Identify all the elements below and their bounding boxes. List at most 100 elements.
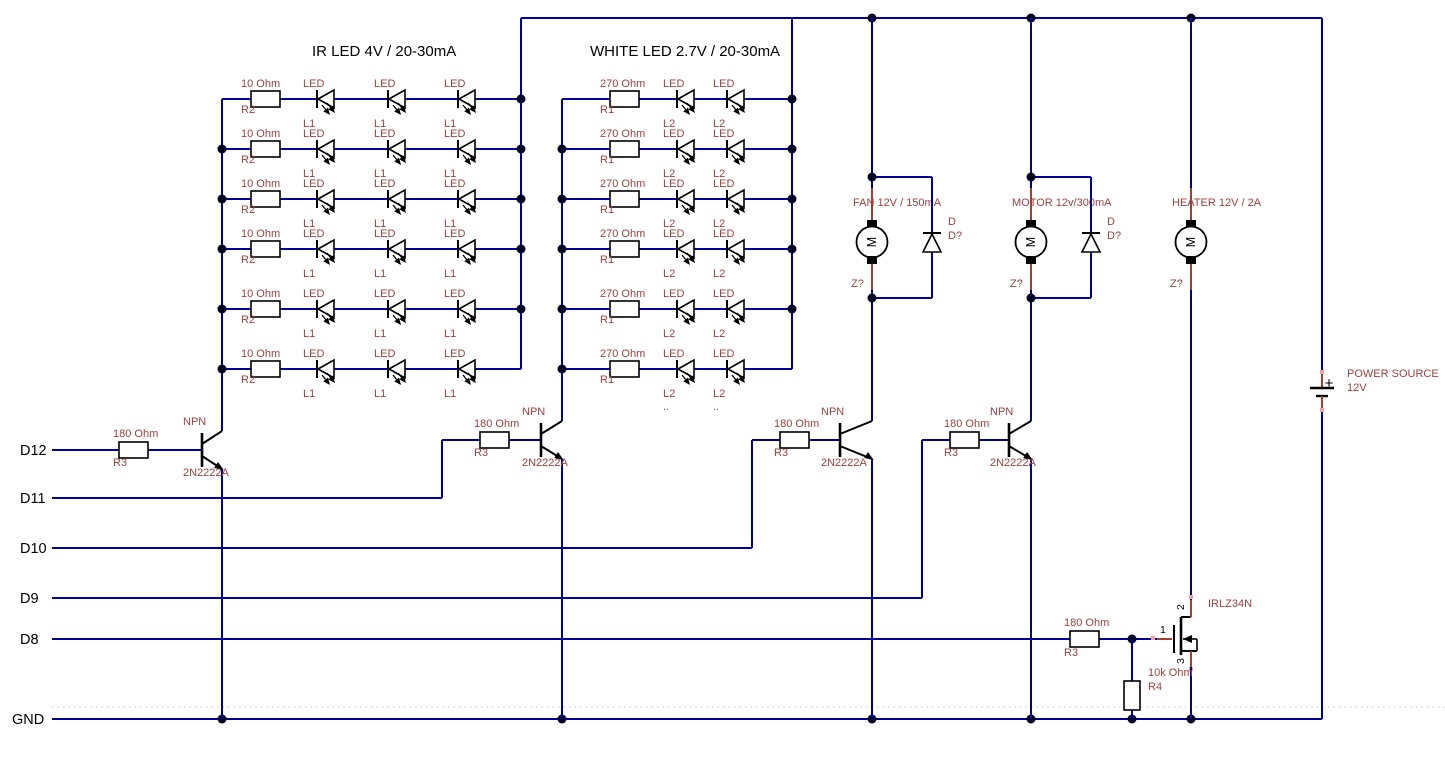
diode-name-label: D — [948, 216, 956, 228]
label: LED — [663, 348, 684, 360]
ir-section-title: IR LED 4V / 20-30mA — [312, 43, 456, 60]
label: R3 — [474, 447, 488, 459]
label: R1 — [600, 374, 614, 386]
led-symbol — [316, 188, 335, 210]
ir-row-resistor — [250, 190, 281, 208]
led-arrow-head — [683, 257, 690, 265]
label: L1 — [374, 218, 386, 230]
junction-dot — [787, 304, 797, 314]
junction-dot — [516, 194, 526, 204]
label: 10 Ohm — [241, 228, 280, 240]
label: LED — [303, 178, 324, 190]
label: 270 Ohm — [600, 348, 645, 360]
led-symbol — [676, 358, 695, 380]
motor-terminal — [1026, 256, 1036, 264]
junction-dot — [516, 244, 526, 254]
led-arrow-head — [323, 207, 330, 215]
pin-mark — [1151, 636, 1155, 640]
led-arrow-head — [738, 155, 745, 163]
label: L2 — [713, 268, 725, 280]
label: LED — [663, 288, 684, 300]
pin-label-D11: D11 — [20, 491, 46, 507]
pin-label-D10: D10 — [20, 541, 47, 557]
led-arrow-head — [469, 315, 476, 323]
led-symbol — [676, 138, 695, 160]
led-symbol — [457, 188, 476, 210]
label: LED — [444, 348, 465, 360]
label: LED — [713, 348, 734, 360]
led-symbol — [387, 188, 406, 210]
pulldown-resistor — [1123, 680, 1141, 711]
led-arrow-head — [683, 157, 690, 165]
label: R3 — [1064, 647, 1078, 659]
pin-label-D9: D9 — [20, 591, 39, 607]
label: L1 — [374, 268, 386, 280]
led-arrow-head — [469, 255, 476, 263]
led-arrow-head — [469, 205, 476, 213]
led-symbol — [726, 88, 745, 110]
label: LED — [713, 178, 734, 190]
led-arrow-head — [399, 155, 406, 163]
junction-dot — [787, 94, 797, 104]
label: L2 — [663, 118, 675, 130]
led-arrow-head — [323, 257, 330, 265]
led-symbol — [316, 238, 335, 260]
label: L2 — [663, 218, 675, 230]
label: L2 — [713, 168, 725, 180]
led-arrow-head — [733, 317, 740, 325]
led-arrow-head — [469, 155, 476, 163]
label: 270 Ohm — [600, 178, 645, 190]
label: R1 — [600, 104, 614, 116]
led-symbol — [457, 358, 476, 380]
led-arrow-head — [328, 255, 335, 263]
label: LED — [663, 178, 684, 190]
junction-dot — [557, 244, 567, 254]
base-resistor — [949, 431, 980, 449]
label: 10 Ohm — [241, 288, 280, 300]
pin-label-GND: GND — [12, 712, 44, 728]
led-symbol — [457, 138, 476, 160]
label: LED — [663, 128, 684, 140]
pin-mark — [1320, 370, 1324, 374]
transistor-part-label: 2N2222A — [183, 467, 230, 479]
motor-letter: M — [865, 237, 879, 247]
led-arrow-head — [688, 315, 695, 323]
label: 180 Ohm — [1064, 617, 1109, 629]
led-arrow-head — [733, 207, 740, 215]
label: L1 — [303, 118, 315, 130]
base-resistor — [779, 431, 810, 449]
label: L2 — [713, 328, 725, 340]
label: R3 — [774, 447, 788, 459]
junction-dot — [787, 244, 797, 254]
white-row-resistor — [609, 360, 640, 378]
junction-dot — [217, 194, 227, 204]
ir-row-resistor — [250, 240, 281, 258]
label: L1 — [444, 268, 456, 280]
label: LED — [713, 288, 734, 300]
white-row-resistor — [609, 300, 640, 318]
label: 10 Ohm — [241, 178, 280, 190]
led-arrow-head — [394, 107, 401, 115]
led-arrow-head — [464, 107, 471, 115]
emitter-arrow — [214, 462, 224, 470]
label: R3 — [944, 447, 958, 459]
white-row-resistor — [609, 240, 640, 258]
label: 180 Ohm — [774, 418, 819, 430]
led-arrow-head — [399, 205, 406, 213]
led-arrow-head — [469, 105, 476, 113]
led-symbol — [726, 188, 745, 210]
led-symbol — [457, 88, 476, 110]
motor-terminal — [867, 256, 877, 264]
led-symbol — [676, 238, 695, 260]
pin-mark — [1189, 595, 1193, 599]
led-arrow-head — [464, 207, 471, 215]
label: L1 — [444, 388, 456, 400]
label: R1 — [600, 254, 614, 266]
led-arrow-head — [323, 107, 330, 115]
junction-dot — [557, 194, 567, 204]
ir-row-resistor — [250, 360, 281, 378]
label: R2 — [241, 314, 255, 326]
motor-terminal — [1026, 220, 1036, 228]
